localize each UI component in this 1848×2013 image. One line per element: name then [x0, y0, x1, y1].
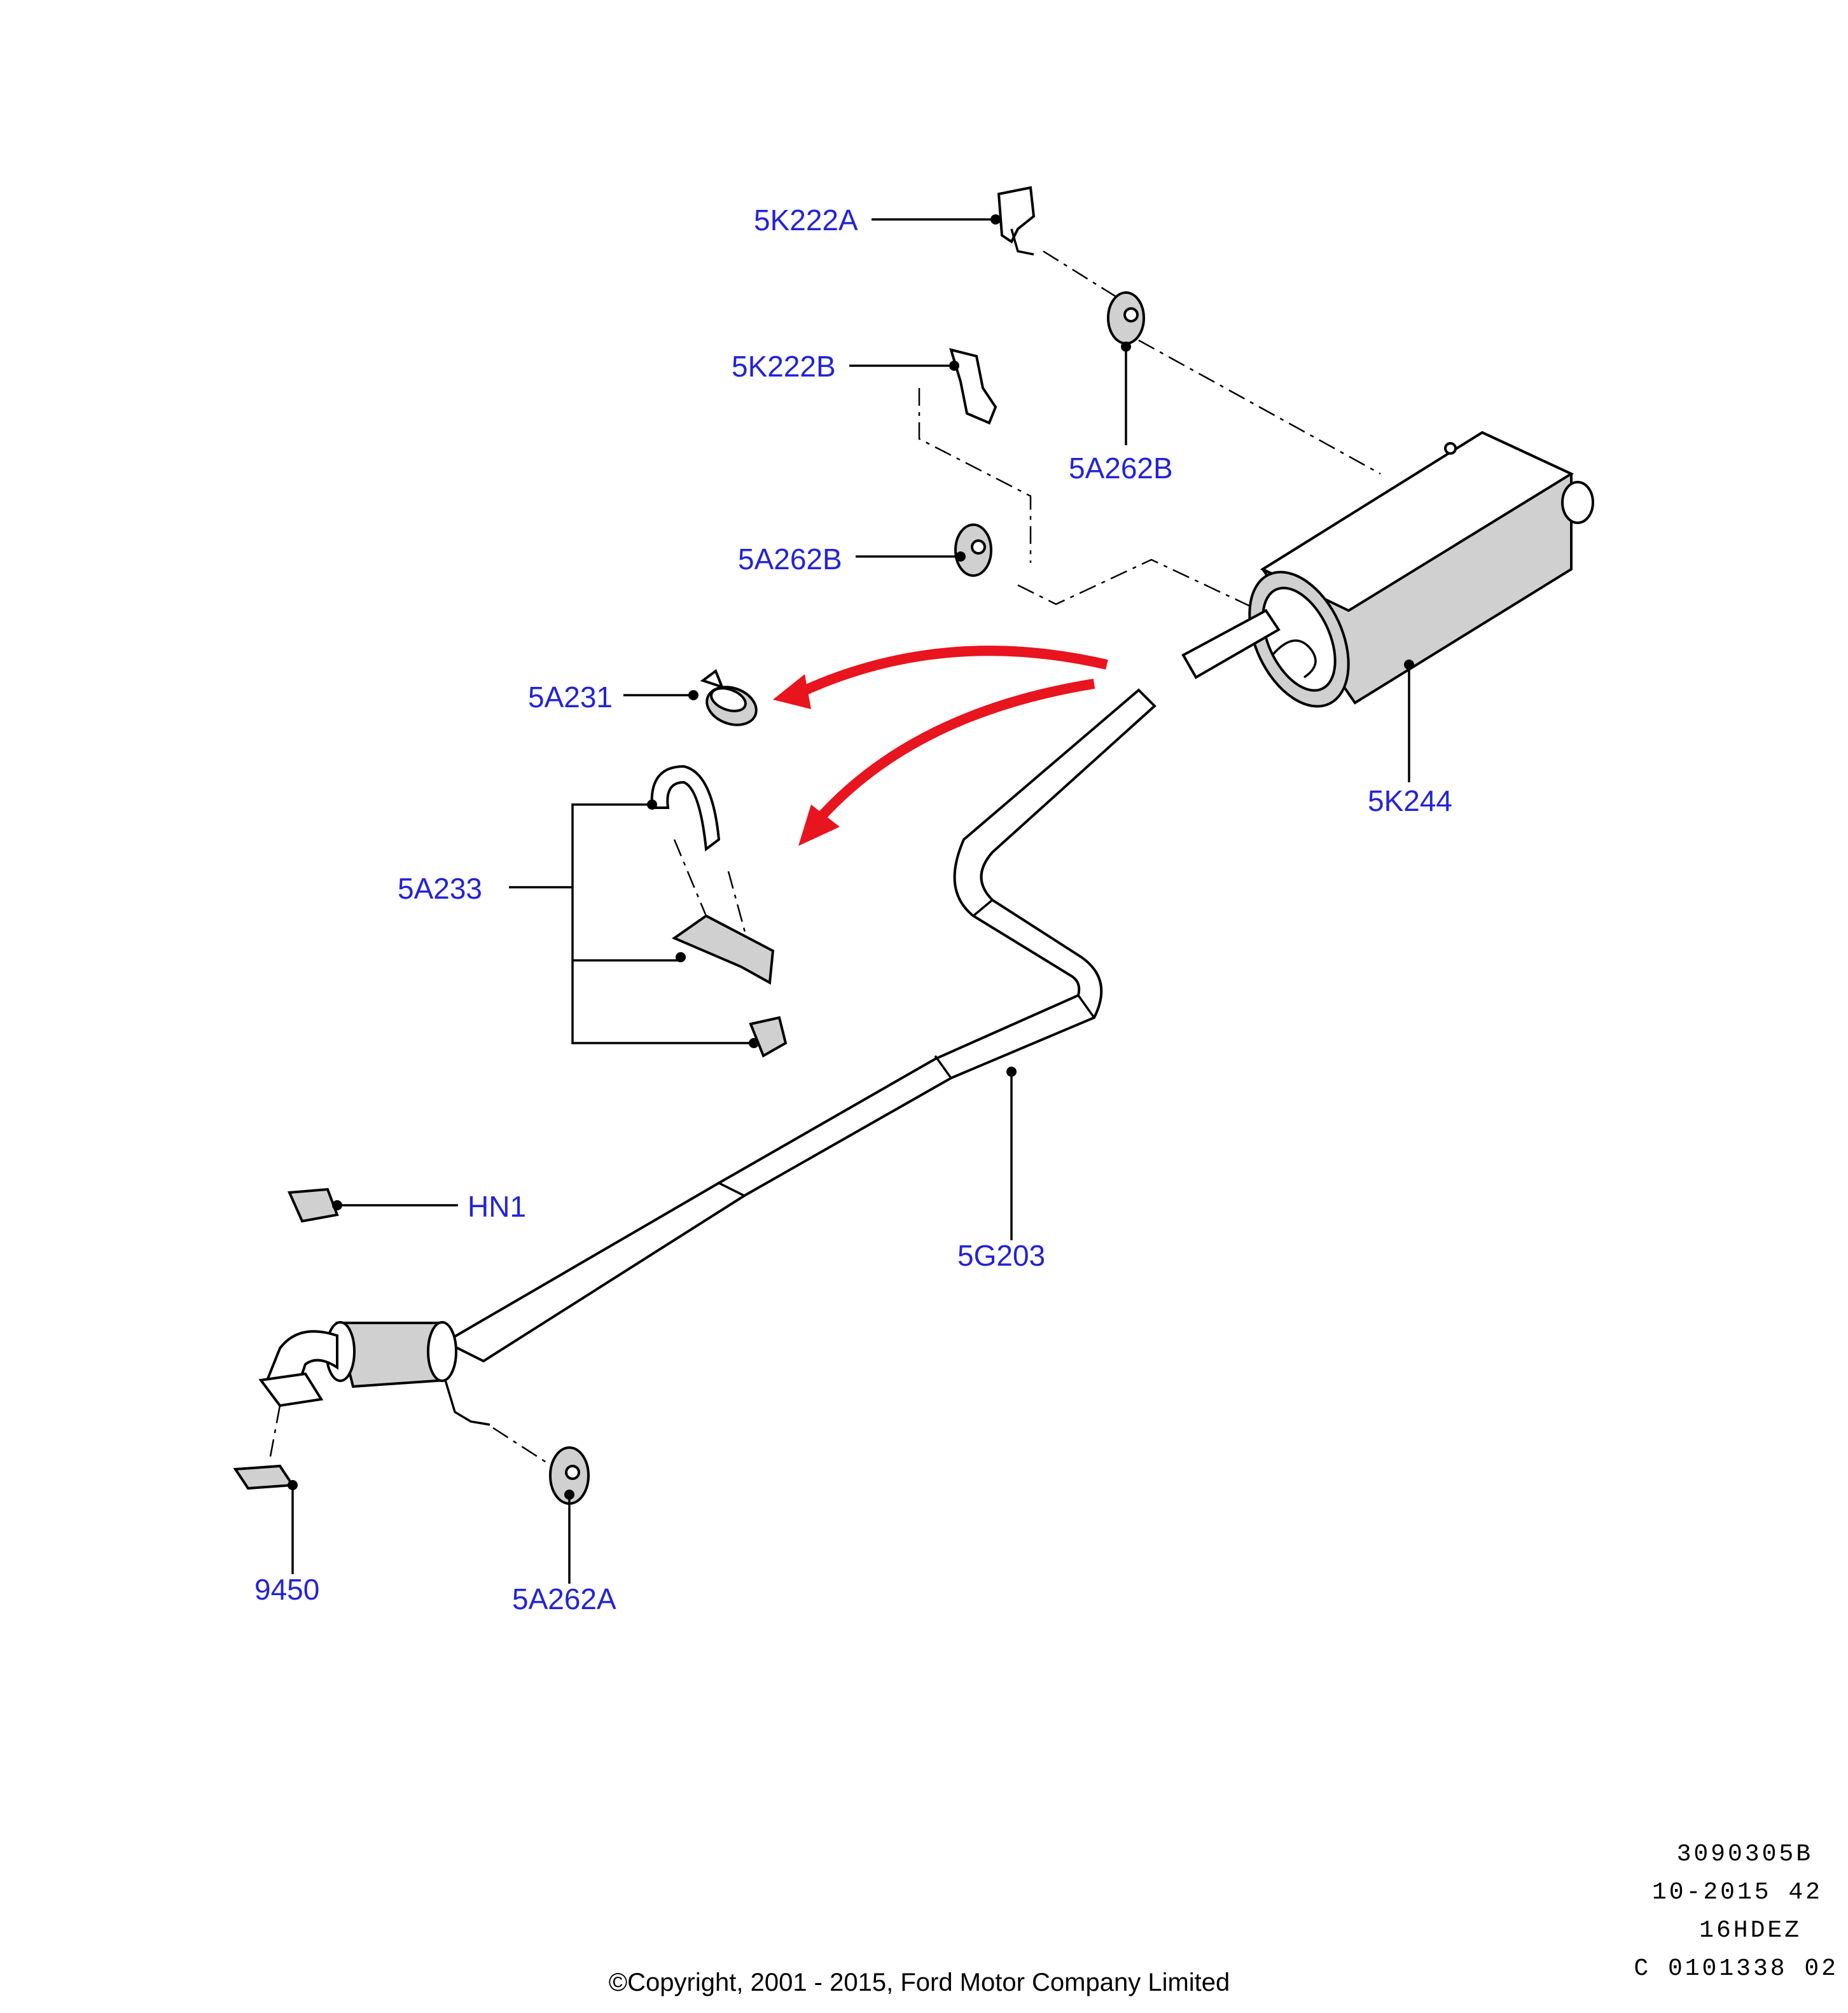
label-hn1[interactable]: HN1	[468, 1190, 526, 1223]
label-5a233[interactable]: 5A233	[398, 872, 482, 905]
label-5k222a[interactable]: 5K222A	[754, 204, 858, 237]
red-arrows	[773, 646, 1108, 846]
nut-hn1[interactable]	[288, 1187, 339, 1223]
leader-lines	[288, 214, 1414, 1584]
u-bolt-clamp-5a233[interactable]	[650, 764, 788, 1058]
label-5g203[interactable]: 5G203	[957, 1239, 1045, 1272]
arrow-to-ubolt	[817, 679, 1095, 821]
label-5a262a[interactable]: 5A262A	[512, 1582, 616, 1615]
front-pipe-converter[interactable]	[258, 1321, 490, 1426]
ref-catalog: C 0101338 02	[1634, 1955, 1838, 1982]
part-labels: 5K222A 5K222B 5A262B 5A262B 5A231 5A233 …	[254, 204, 1452, 1615]
rubber-insulator-lower[interactable]	[954, 523, 992, 577]
ref-model: 16HDEZ	[1699, 1917, 1802, 1944]
rear-muffler[interactable]	[1181, 431, 1594, 722]
bracket-5k222a[interactable]	[997, 186, 1036, 256]
copyright-text: ©Copyright, 2001 - 2015, Ford Motor Comp…	[609, 1968, 1230, 1996]
gasket-9450[interactable]	[233, 1464, 295, 1490]
arrow-head-ubolt	[798, 805, 840, 846]
arrow-to-clamp	[796, 646, 1108, 698]
label-5a262b-upper[interactable]: 5A262B	[1069, 452, 1173, 485]
label-9450[interactable]: 9450	[254, 1573, 319, 1606]
label-5a231[interactable]: 5A231	[528, 681, 613, 714]
ref-code: 3090305B	[1677, 1841, 1813, 1868]
intermediate-pipe[interactable]	[442, 688, 1157, 1363]
label-5k244[interactable]: 5K244	[1368, 784, 1452, 817]
ref-date: 10-2015 42	[1652, 1879, 1823, 1906]
rubber-insulator-upper[interactable]	[1107, 291, 1145, 345]
reference-block: 3090305B 10-2015 42 16HDEZ C 0101338 02	[1634, 1841, 1838, 1982]
pipe-clamp-5a231[interactable]	[700, 668, 761, 731]
assembly-guide-lines	[269, 250, 1381, 1464]
label-5k222b[interactable]: 5K222B	[732, 350, 836, 383]
bracket-5k222b[interactable]	[949, 348, 997, 425]
arrow-head-clamp	[773, 674, 811, 709]
label-5a262b-lower[interactable]: 5A262B	[738, 543, 842, 576]
